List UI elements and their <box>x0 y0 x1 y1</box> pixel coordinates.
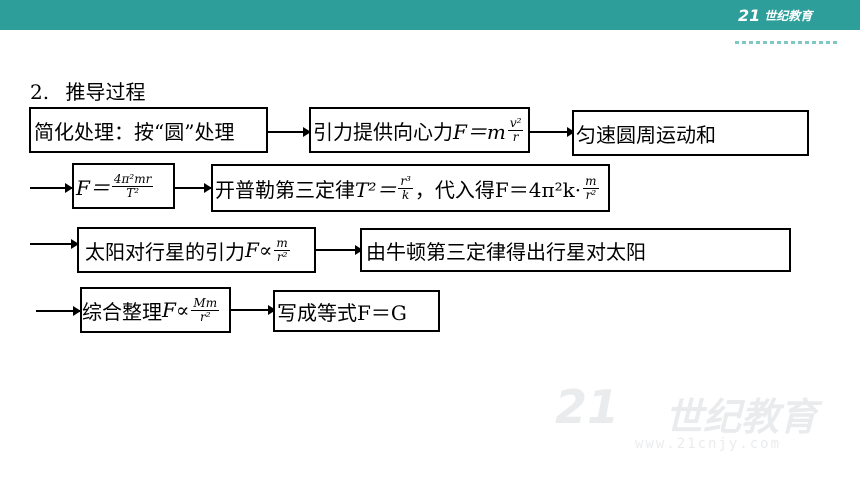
watermark-text: 世纪教育 <box>665 395 818 439</box>
step-kepler-label: 开普勒第三定律 <box>215 177 355 202</box>
step-sun-planet-label: 太阳对行星的引力 <box>85 239 245 264</box>
watermark: 21 世纪教育 www.21cnjy.com <box>555 380 845 460</box>
step-newton-third-box: 由牛顿第三定律得出行星对太阳 <box>360 228 791 272</box>
arrow-2 <box>530 127 575 137</box>
arrow-4 <box>175 183 212 193</box>
arrow-3 <box>30 183 73 193</box>
header-decoration <box>735 29 845 44</box>
step-force-period-box: F＝ 4π²mr T² <box>72 163 175 209</box>
arrow-5 <box>30 239 79 249</box>
step-equation-text: 写成等式F＝G <box>277 300 407 325</box>
fraction-numerator: r³ <box>398 173 413 189</box>
fraction-numerator: m <box>274 235 290 251</box>
step-uniform-circular-box: 匀速圆周运动和 <box>572 110 809 156</box>
step-equation-box: 写成等式F＝G <box>273 290 440 332</box>
fraction-numerator: 4π²mr <box>111 171 154 187</box>
step-newton-third-text: 由牛顿第三定律得出行星对太阳 <box>366 239 646 264</box>
step-centripetal-label: 引力提供向心力 <box>313 119 453 144</box>
fraction-denominator: r² <box>585 187 597 202</box>
combine-equation: F∝ <box>162 298 190 322</box>
section-title: 推导过程 <box>65 80 146 104</box>
kepler-result-fraction: m r² <box>583 173 599 202</box>
step-combine-label: 综合整理 <box>82 299 162 324</box>
logo-text: 世纪教育 <box>764 8 813 23</box>
kepler-fraction: r³ k <box>398 173 413 202</box>
step-combine-box: 综合整理 F∝ Mm r² <box>80 287 231 333</box>
centripetal-equation: F＝m <box>453 119 506 144</box>
force-period-equation: F＝ <box>76 175 110 200</box>
section-heading: 2. 推导过程 <box>30 76 145 105</box>
step-centripetal-box: 引力提供向心力 F＝m v² r <box>309 107 530 153</box>
arrow-7 <box>36 306 81 316</box>
fraction-numerator: Mm <box>191 295 220 311</box>
centripetal-fraction: v² r <box>507 115 524 144</box>
kepler-substitution: ，代入得F＝4π²k· <box>414 177 582 202</box>
watermark-mark: 21 <box>555 380 620 434</box>
fraction-numerator: m <box>583 173 599 189</box>
kepler-equation: T²＝ <box>355 177 397 202</box>
sun-planet-equation: F∝ <box>245 238 273 262</box>
fraction-denominator: r <box>512 129 519 144</box>
fraction-denominator: r² <box>199 309 211 324</box>
header-bar <box>0 0 860 30</box>
step-sun-planet-box: 太阳对行星的引力 F∝ m r² <box>77 227 316 273</box>
fraction-denominator: r² <box>276 249 288 264</box>
combine-fraction: Mm r² <box>191 295 220 324</box>
arrow-6 <box>316 245 363 255</box>
arrow-8 <box>231 305 276 315</box>
fraction-numerator: v² <box>507 115 524 131</box>
section-number: 2. <box>30 80 50 104</box>
fraction-denominator: T² <box>126 185 140 200</box>
watermark-url: www.21cnjy.com <box>635 436 782 452</box>
brand-logo: 21 世纪教育 <box>738 4 812 26</box>
step-uniform-circular-text: 匀速圆周运动和 <box>576 122 716 147</box>
sun-planet-fraction: m r² <box>274 235 290 264</box>
force-period-fraction: 4π²mr T² <box>111 171 154 200</box>
fraction-denominator: k <box>401 187 410 202</box>
arrow-1 <box>268 127 311 137</box>
step-simplify-text: 简化处理：按“圆”处理 <box>34 119 235 144</box>
logo-mark: 21 <box>738 5 761 25</box>
step-kepler-box: 开普勒第三定律 T²＝ r³ k ，代入得F＝4π²k· m r² <box>211 164 610 212</box>
step-simplify-box: 简化处理：按“圆”处理 <box>29 107 268 153</box>
